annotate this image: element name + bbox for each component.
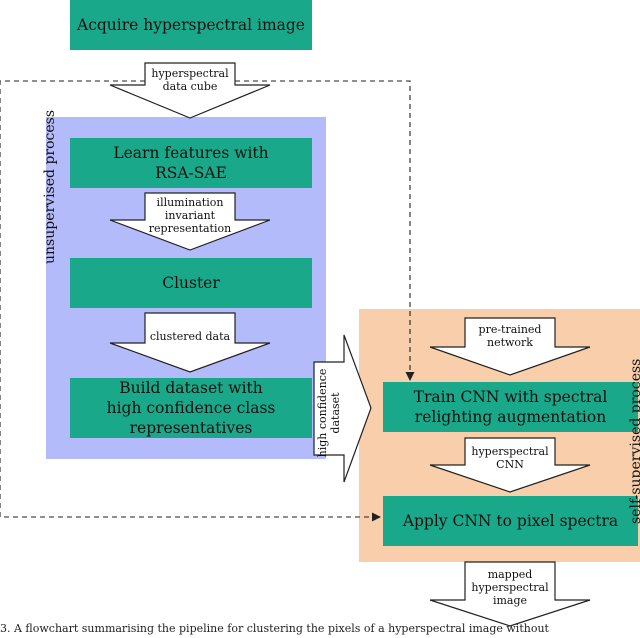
label-clustered: clustered data (140, 330, 240, 343)
arrow-mapped (429, 561, 591, 627)
label-mapped-line1: mapped (487, 568, 533, 581)
label-pretrained-line1: pre-trained (478, 323, 542, 336)
label-unsupervised-process: unsupervised process (42, 109, 58, 264)
node-apply-cnn: Apply CNN to pixel spectra (383, 496, 638, 546)
label-self-supervised-process: self-supervised process (628, 358, 640, 524)
arrow-illumination (109, 192, 271, 251)
label-hs-cnn: hyperspectral CNN (460, 445, 560, 471)
label-hs-cnn-line1: hyperspectral (471, 445, 549, 458)
label-data-cube: hyperspectral data cube (145, 67, 235, 93)
label-illumination-line2: invariant (164, 209, 216, 222)
node-acquire-image: Acquire hyperspectral image (70, 0, 312, 50)
label-hs-cnn-line2: CNN (496, 458, 524, 471)
node-build-line3: representatives (129, 419, 253, 437)
dashed-connector-apply (0, 80, 381, 522)
node-cluster-label: Cluster (162, 274, 220, 292)
label-dataset-line1: high confidence (316, 368, 329, 458)
node-build-dataset: Build dataset with high confidence class… (70, 378, 312, 438)
dashed-connector-train (235, 80, 415, 381)
arrow-hs-cnn (429, 437, 591, 493)
label-dataset: high confidence dataset (316, 367, 342, 459)
node-build-line1: Build dataset with (119, 379, 263, 397)
label-illumination: illumination invariant representation (140, 196, 240, 235)
node-acquire-label: Acquire hyperspectral image (77, 16, 305, 34)
figure-caption: 3. A flowchart summarising the pipeline … (0, 622, 549, 635)
arrow-data-cube (109, 62, 271, 119)
label-dataset-line2: dataset (329, 392, 342, 434)
label-pretrained: pre-trained network (460, 323, 560, 349)
node-apply-label: Apply CNN to pixel spectra (402, 512, 619, 530)
arrow-dataset (313, 334, 372, 483)
label-illumination-line1: illumination (156, 196, 224, 209)
node-train-cnn: Train CNN with spectral relighting augme… (383, 382, 638, 432)
label-data-cube-line1: hyperspectral (151, 67, 229, 80)
node-train-line1: Train CNN with spectral (413, 388, 608, 406)
arrow-pretrained (429, 317, 591, 376)
label-mapped: mapped hyperspectral image (460, 568, 560, 607)
node-learn-line2: RSA-SAE (155, 164, 227, 182)
node-cluster: Cluster (70, 258, 312, 308)
arrow-clustered (109, 312, 271, 373)
label-data-cube-line2: data cube (162, 80, 218, 93)
label-clustered-text: clustered data (149, 330, 231, 343)
node-build-line2: high confidence class (106, 399, 276, 417)
label-illumination-line3: representation (148, 222, 232, 235)
label-pretrained-line2: network (487, 336, 533, 349)
label-mapped-line3: image (492, 594, 528, 607)
node-train-line2: relighting augmentation (414, 408, 607, 426)
node-learn-features: Learn features with RSA-SAE (70, 138, 312, 188)
label-mapped-line2: hyperspectral (471, 581, 549, 594)
node-learn-line1: Learn features with (113, 144, 269, 162)
